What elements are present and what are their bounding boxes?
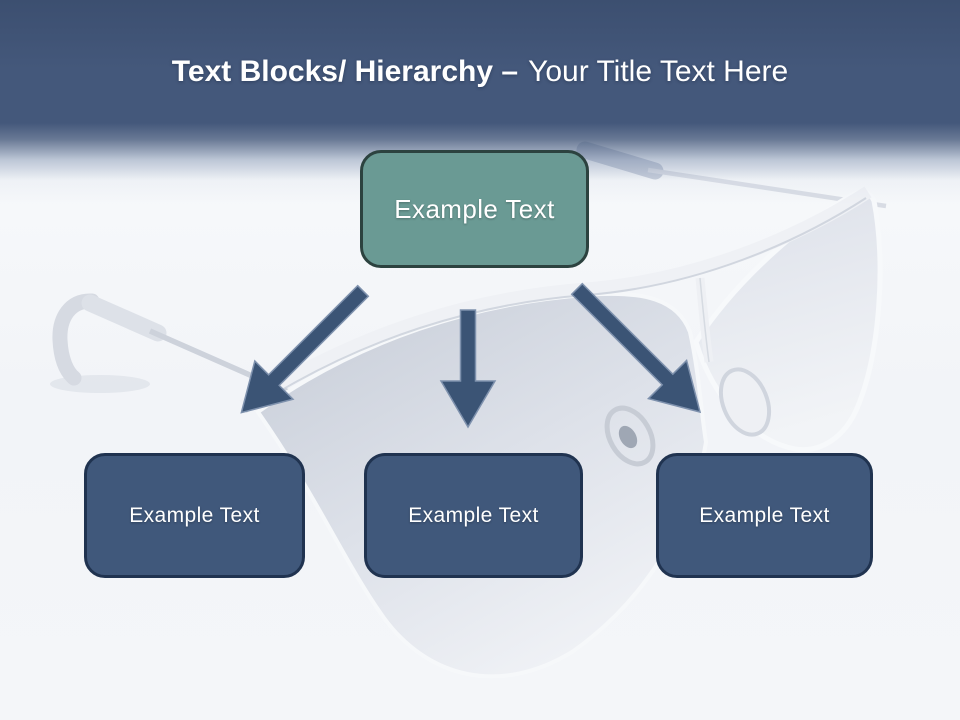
- child-node-1: Example Text: [84, 453, 305, 578]
- root-node-label: Example Text: [394, 193, 555, 224]
- child-node-3: Example Text: [656, 453, 873, 578]
- child-node-1-label: Example Text: [129, 503, 260, 527]
- root-node: Example Text: [360, 150, 589, 268]
- slide-title-bold: Text Blocks/ Hierarchy –: [171, 55, 519, 88]
- slide-title-subtitle: Your Title Text Here: [528, 55, 789, 88]
- child-node-2-label: Example Text: [408, 503, 539, 527]
- child-node-3-label: Example Text: [699, 503, 830, 527]
- child-node-2: Example Text: [364, 453, 583, 578]
- slide-title: Text Blocks/ Hierarchy – Your Title Text…: [0, 52, 960, 92]
